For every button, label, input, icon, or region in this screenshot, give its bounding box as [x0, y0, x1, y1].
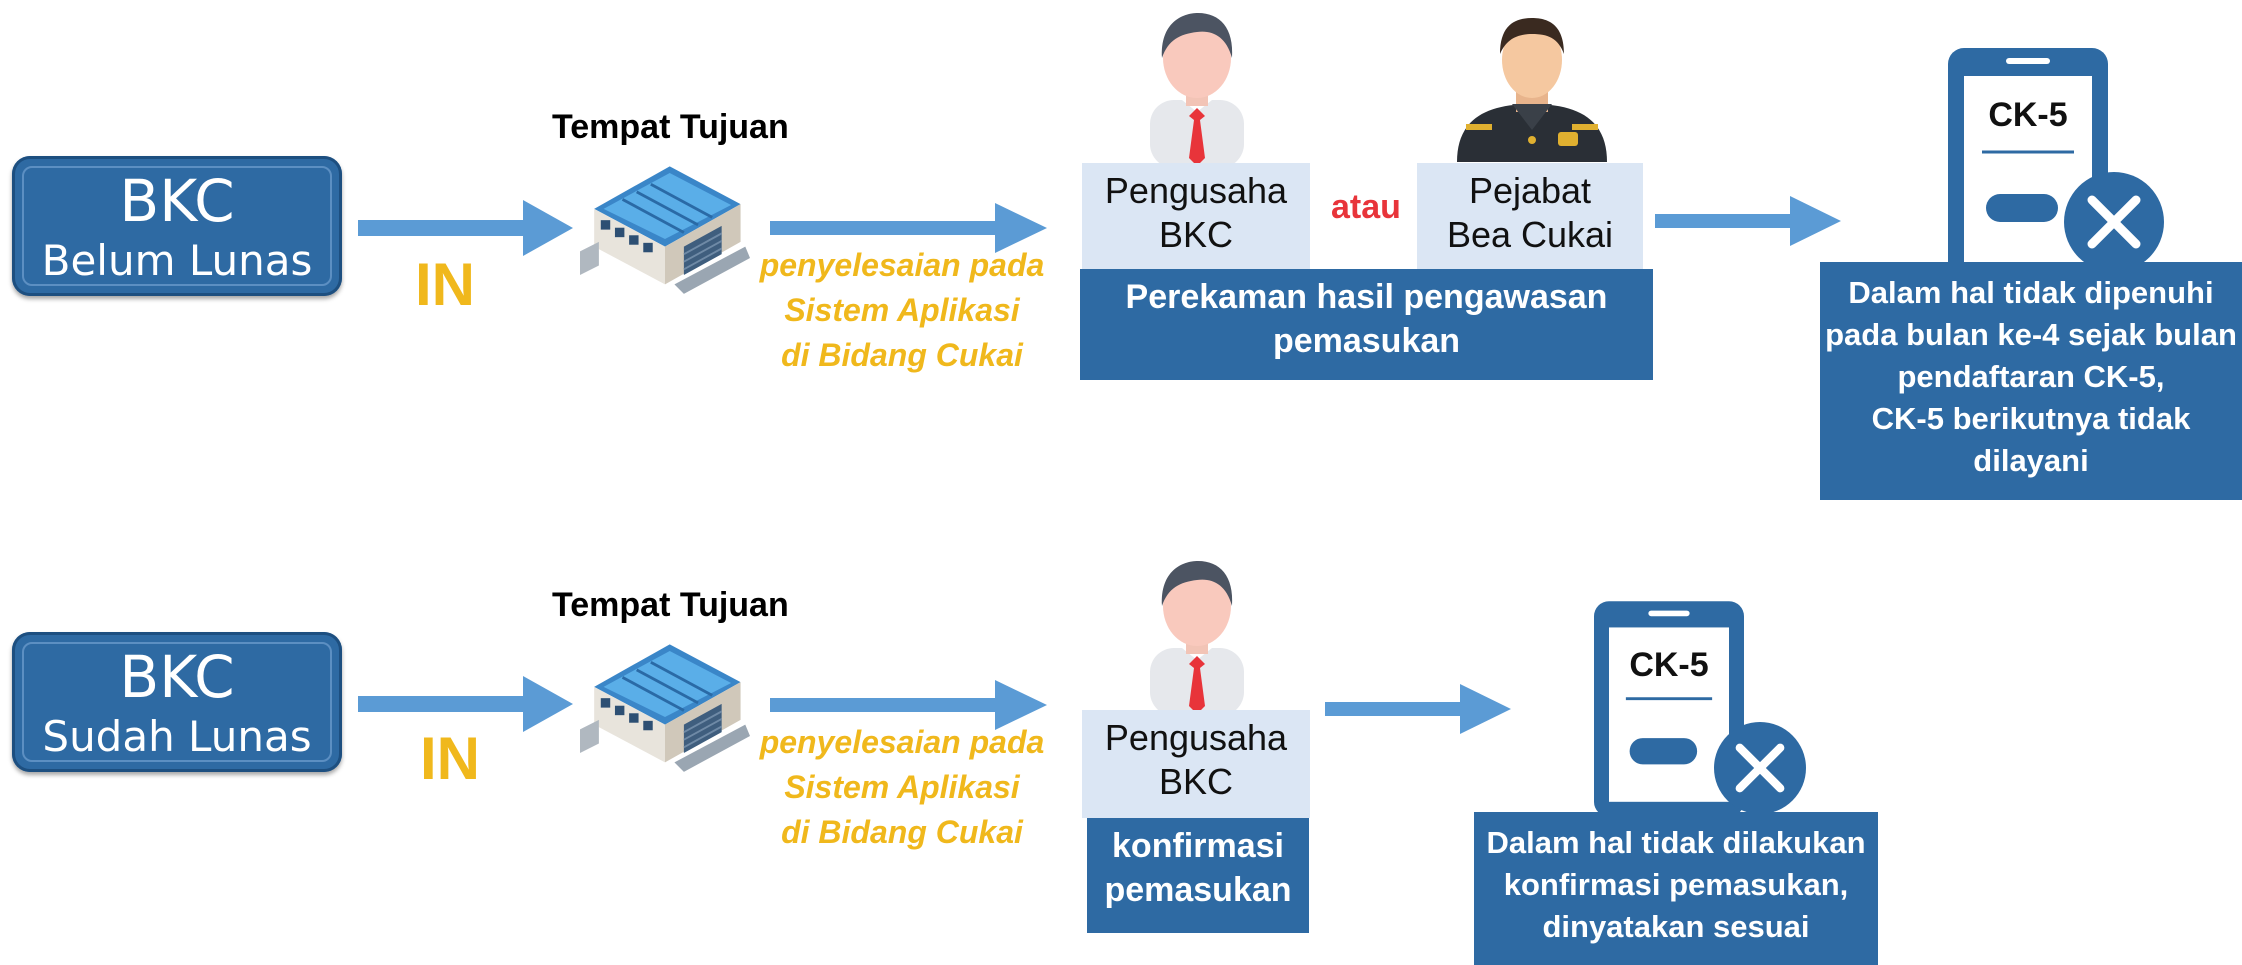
note-line: penyelesaian pada — [759, 724, 1045, 760]
officer-box: Pejabat Bea Cukai — [1417, 163, 1643, 269]
result-line: CK-5 berikutnya tidak — [1871, 401, 2191, 436]
in-label-1: IN — [415, 251, 475, 318]
result-line: pada bulan ke-4 sejak bulan — [1825, 317, 2237, 352]
destination-label-1: Tempat Tujuan — [552, 108, 789, 146]
businessman-icon — [1142, 556, 1252, 716]
businessman-icon — [1142, 8, 1252, 168]
bkc-title: BKC — [119, 643, 235, 711]
result-line: konfirmasi pemasukan, — [1503, 867, 1849, 902]
entrepreneur-box-2: Pengusaha BKC — [1082, 710, 1310, 818]
note-line: penyelesaian pada — [759, 247, 1045, 283]
officer-label: Bea Cukai — [1446, 214, 1614, 255]
arrow-bkc-to-destination-2 — [358, 676, 573, 732]
arrow-destination-to-record-1 — [770, 203, 1047, 253]
note-line: Sistem Aplikasi — [784, 292, 1020, 328]
result-line: pendaftaran CK-5, — [1897, 359, 2165, 394]
bkc-status: Sudah Lunas — [42, 712, 312, 761]
arrow-record-to-result-1 — [1655, 196, 1841, 246]
bkc-belum-lunas-box: BKC Belum Lunas — [12, 156, 342, 296]
note-line: di Bidang Cukai — [781, 337, 1023, 373]
result-line: Dalam hal tidak dilakukan — [1486, 825, 1866, 860]
in-label-2: IN — [420, 725, 480, 792]
system-note-1: penyelesaian pada Sistem Aplikasi di Bid… — [752, 243, 1052, 378]
result-box-2: Dalam hal tidak dilakukan konfirmasi pem… — [1474, 812, 1878, 965]
or-label: atau — [1331, 188, 1401, 226]
entrepreneur-label: BKC — [1158, 214, 1234, 255]
ck5-title-2: CK-5 — [1629, 646, 1709, 684]
result-line: Dalam hal tidak dipenuhi — [1848, 275, 2214, 310]
officer-label: Pejabat — [1468, 170, 1592, 211]
destination-label-2: Tempat Tujuan — [552, 586, 789, 624]
entrepreneur-label: Pengusaha — [1104, 717, 1288, 758]
bkc-title: BKC — [119, 167, 235, 235]
warehouse-icon — [580, 630, 750, 772]
bkc-sudah-lunas-box: BKC Sudah Lunas — [12, 632, 342, 772]
confirm-line: pemasukan — [1104, 871, 1292, 909]
confirm-line: konfirmasi — [1112, 827, 1284, 865]
bkc-status: Belum Lunas — [41, 236, 313, 285]
note-line: Sistem Aplikasi — [784, 769, 1020, 805]
result-box-1: Dalam hal tidak dipenuhi pada bulan ke-4… — [1820, 262, 2242, 500]
arrow-confirm-to-result-2 — [1325, 684, 1511, 734]
entrepreneur-label: Pengusaha — [1104, 170, 1288, 211]
arrow-bkc-to-destination-1 — [358, 200, 573, 256]
result-line: dilayani — [1973, 443, 2089, 478]
close-icon — [1714, 722, 1806, 814]
record-line: Perekaman hasil pengawasan — [1125, 278, 1608, 316]
confirm-entry-box: konfirmasi pemasukan — [1087, 818, 1309, 933]
entrepreneur-box-1: Pengusaha BKC — [1082, 163, 1310, 269]
record-line: pemasukan — [1272, 322, 1461, 360]
result-line: dinyatakan sesuai — [1542, 909, 1810, 944]
close-icon — [2064, 172, 2164, 272]
ck5-title-1: CK-5 — [1988, 96, 2068, 134]
arrow-destination-to-confirm-2 — [770, 680, 1047, 730]
record-supervision-box: Perekaman hasil pengawasan pemasukan — [1080, 269, 1653, 380]
note-line: di Bidang Cukai — [781, 814, 1023, 850]
customs-officer-icon — [1452, 12, 1612, 162]
system-note-2: penyelesaian pada Sistem Aplikasi di Bid… — [752, 720, 1052, 855]
warehouse-icon — [580, 152, 750, 294]
entrepreneur-label: BKC — [1158, 761, 1234, 802]
